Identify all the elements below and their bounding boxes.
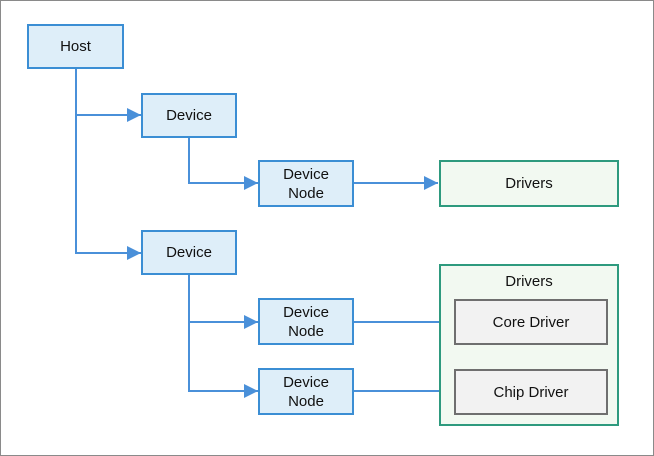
device-node-2: Device Node <box>258 298 354 345</box>
device-node-box-1: Device <box>141 93 237 138</box>
device-node-label: Device Node <box>283 303 329 340</box>
core-driver-node: Core Driver <box>454 299 608 345</box>
host-node: Host <box>27 24 124 69</box>
edge-device-2-to-device-node-3 <box>188 322 258 398</box>
edge-host-to-device-2 <box>75 115 141 260</box>
drivers-label: Drivers <box>505 175 553 192</box>
chip-driver-label: Chip Driver <box>493 383 569 401</box>
device-node-box-2: Device <box>141 230 237 275</box>
drivers-group-label: Drivers <box>505 273 553 290</box>
device-label: Device <box>166 244 212 261</box>
device-label: Device <box>166 107 212 124</box>
chip-driver-node: Chip Driver <box>454 369 608 415</box>
edge-host-to-device-1 <box>75 69 141 122</box>
edge-device-2-to-device-node-2 <box>188 275 258 329</box>
device-node-label: Device Node <box>283 165 329 202</box>
device-node-label: Device Node <box>283 373 329 410</box>
device-node-3: Device Node <box>258 368 354 415</box>
edge-device-1-to-device-node-1 <box>188 137 258 190</box>
core-driver-label: Core Driver <box>492 313 570 331</box>
drivers-node: Drivers <box>439 160 619 207</box>
device-node-1: Device Node <box>258 160 354 207</box>
host-label: Host <box>60 38 91 55</box>
